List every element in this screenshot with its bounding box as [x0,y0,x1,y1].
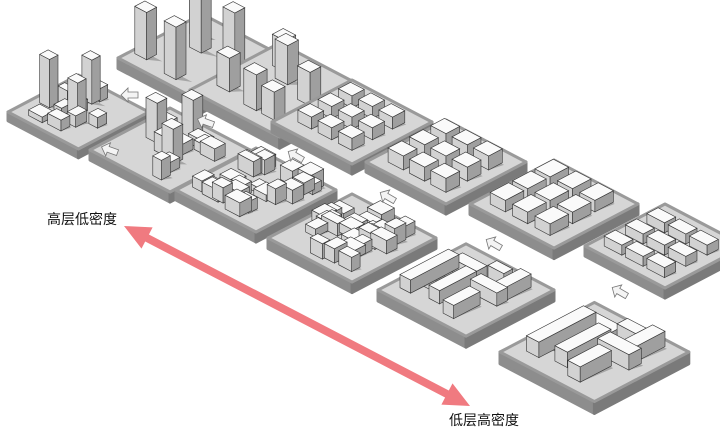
massing-model-7 [364,118,528,216]
massing-model-12 [498,300,691,415]
massing-model-8 [266,192,438,295]
massing-model-3 [6,49,151,160]
hollow-arrow-icon [379,189,397,205]
hollow-arrow-icon [101,141,120,157]
hollow-arrow-icon [197,113,216,129]
massing-model-10 [376,242,556,349]
massing-model-9 [468,158,640,261]
step-arrows-group [101,87,629,300]
massing-model-5 [270,78,434,176]
massing-model-6 [174,146,338,244]
hollow-arrow-icon [611,284,629,300]
massing-model-11 [583,202,720,300]
hollow-arrow-icon [485,236,503,252]
label-high-rise-low-density: 高层低密度 [47,212,117,228]
hollow-arrow-icon [120,87,139,103]
label-low-rise-high-density: 低层高密度 [449,413,519,429]
hollow-arrow-icon [287,148,305,164]
double-headed-arrow-icon [124,226,470,406]
block-models-group [6,0,720,415]
